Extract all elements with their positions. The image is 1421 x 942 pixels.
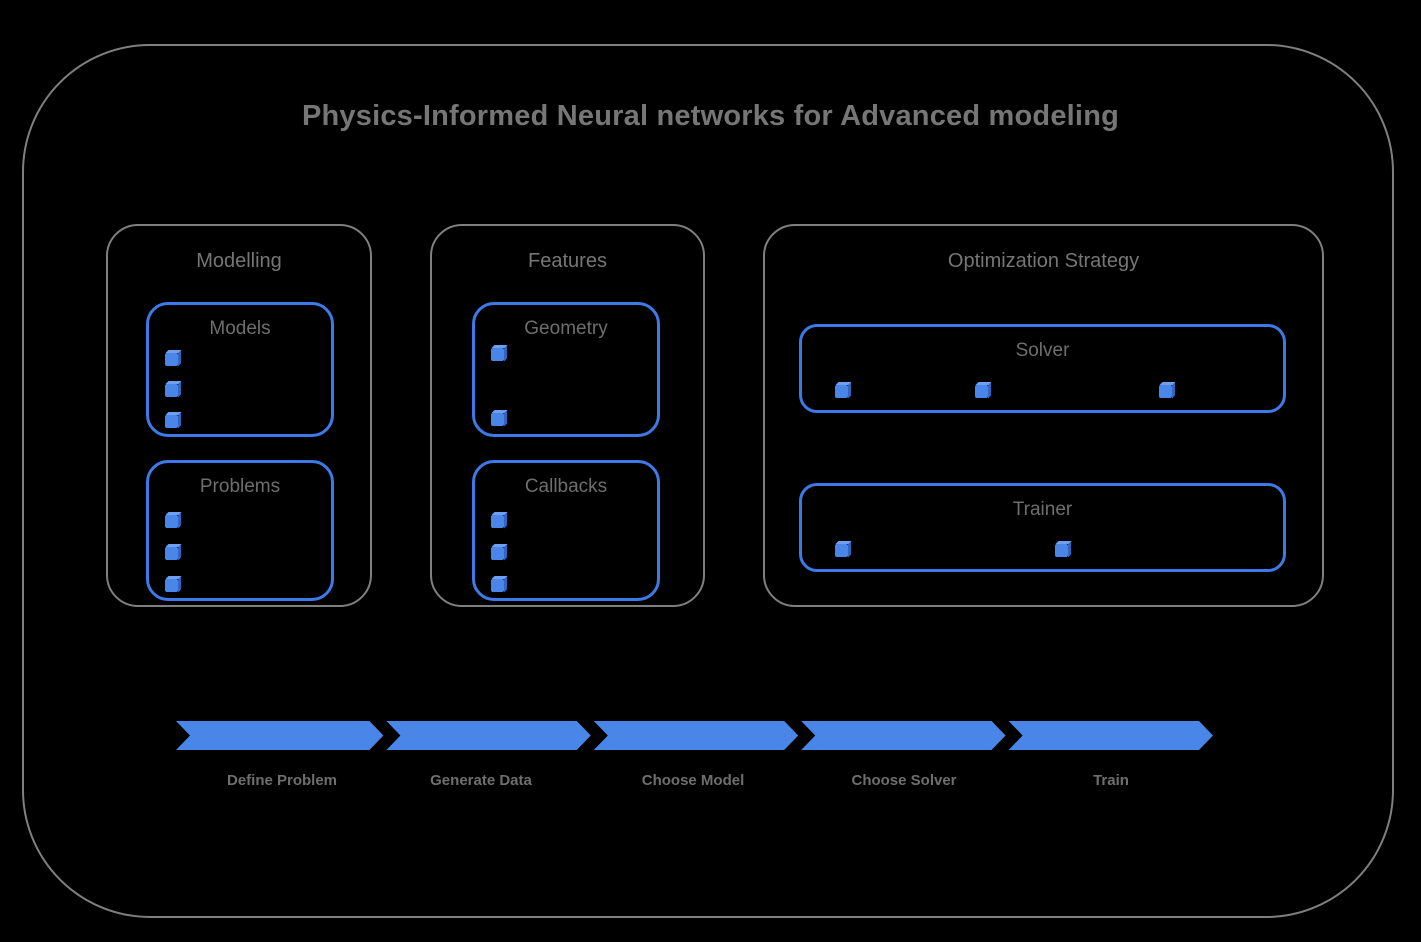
bullet-cube — [491, 547, 504, 560]
pipeline-step-label: Choose Solver — [851, 772, 957, 789]
box-models[interactable]: Models — [146, 302, 334, 437]
bullet-cube — [165, 515, 178, 528]
bullet-cube — [165, 415, 178, 428]
box-title-trainer: Trainer — [1012, 499, 1073, 520]
page-title: Physics-Informed Neural networks for Adv… — [301, 100, 1120, 132]
group-title-features: Features — [528, 250, 607, 272]
bullet-cube — [835, 385, 848, 398]
bullet-cube — [491, 348, 504, 361]
bullet-cube — [1055, 544, 1068, 557]
bullet-cube — [975, 385, 988, 398]
box-trainer[interactable]: Trainer — [799, 483, 1286, 572]
outer-frame — [22, 44, 1394, 918]
bullet-cube — [165, 579, 178, 592]
bullet-cube — [491, 579, 504, 592]
bullet-cube — [491, 413, 504, 426]
bullet-cube — [165, 384, 178, 397]
bullet-cube — [1159, 385, 1172, 398]
box-title-models: Models — [209, 318, 271, 339]
group-panel-modelling: Modelling — [106, 224, 372, 607]
bullet-cube — [491, 515, 504, 528]
box-problems[interactable]: Problems — [146, 460, 334, 601]
group-title-optimization-strategy: Optimization Strategy — [947, 250, 1140, 272]
box-title-solver: Solver — [1015, 340, 1070, 361]
pipeline-step-label: Train — [1093, 772, 1129, 789]
bullet-cube — [165, 547, 178, 560]
box-geometry[interactable]: Geometry — [472, 302, 660, 437]
box-title-callbacks: Callbacks — [524, 476, 608, 497]
box-solver[interactable]: Solver — [799, 324, 1286, 413]
pipeline-step-label: Generate Data — [430, 772, 532, 789]
bullet-cube — [835, 544, 848, 557]
group-panel-features: Features — [430, 224, 705, 607]
pipeline-step-label: Choose Model — [641, 772, 745, 789]
box-callbacks[interactable]: Callbacks — [472, 460, 660, 601]
group-title-modelling: Modelling — [196, 250, 282, 272]
box-title-geometry: Geometry — [524, 318, 608, 339]
pipeline-step-label: Define Problem — [226, 772, 338, 789]
box-title-problems: Problems — [199, 476, 281, 497]
group-panel-optimization-strategy: Optimization Strategy — [763, 224, 1324, 607]
bullet-cube — [165, 353, 178, 366]
